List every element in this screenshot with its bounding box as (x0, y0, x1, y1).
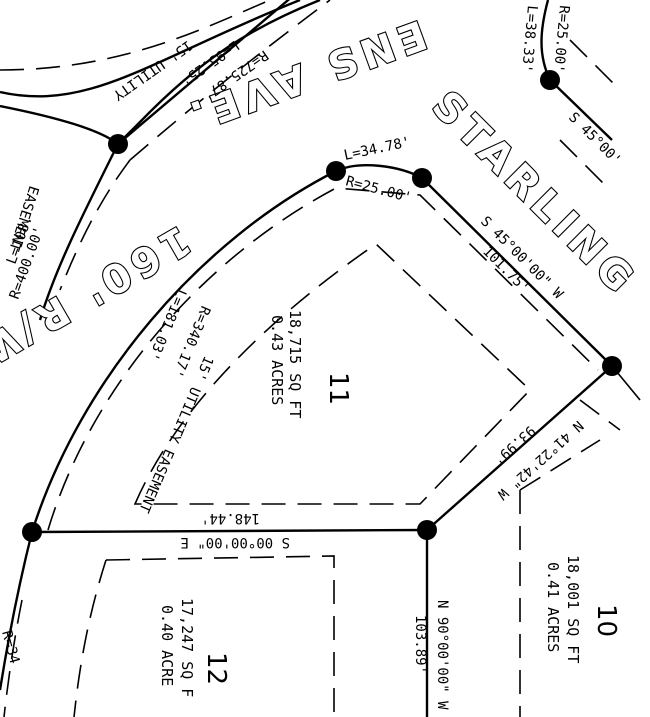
monument-top-right (540, 70, 560, 90)
curve-top-right-radius: R=25.00' (550, 5, 572, 74)
easement-left (59, 159, 131, 291)
monument-east (602, 356, 622, 376)
easement-top-inner (129, 0, 331, 161)
lot-12-number: 12 (201, 652, 231, 685)
lot-11-area-sqft: 18,715 SQ FT (286, 310, 304, 418)
lot-11-north-arc (30, 169, 337, 533)
south-line-distance: 148.44' (201, 510, 260, 526)
starling-frontage (421, 177, 613, 367)
lot-10-area-sqft: 18,001 SQ FT (564, 555, 582, 663)
lot-11-south-line (31, 528, 428, 534)
monument-corner-l (326, 161, 346, 181)
easement-top (0, 0, 271, 71)
setback-lot-11 (133, 242, 532, 505)
monument-top-left (108, 134, 128, 154)
street-name-fragment: ENS AVE. (179, 11, 433, 141)
tr-dash (569, 39, 621, 91)
curve-top-right-length: L=38.33' (518, 5, 540, 74)
right-of-way-top (117, 0, 291, 145)
monument-corner-r (412, 168, 432, 188)
curve-corner-length: L=34.78' (343, 134, 412, 164)
lot-11-number: 11 (323, 372, 353, 405)
setback-lot-10-ne (519, 439, 601, 491)
right-dash (579, 399, 621, 431)
west-row-line (0, 531, 34, 691)
east-line-bearing: N 90°00'00" W (434, 600, 450, 710)
setback-lot-12-west (73, 559, 107, 717)
bottom-left-radius: R=34 (0, 629, 22, 666)
curve-corner-radius: R=25.00' (344, 173, 413, 206)
tr-curve (540, 0, 552, 81)
lot-11-east-line (426, 365, 613, 531)
lot-10-area-acres: 0.41 ACRES (544, 562, 562, 652)
easement-label-side: 15' UTILITY EASEMENT (135, 353, 216, 515)
tr-row-line (549, 79, 613, 141)
top-right-bearing: S 45°00' (565, 110, 624, 169)
monument-south-east (417, 520, 437, 540)
lot-11-area-acres: 0.43 ACRES (268, 315, 286, 405)
south-line-bearing: S 00°00'00" E (180, 534, 290, 550)
setback-lot-12 (105, 555, 335, 717)
row-line-left-top (38, 143, 120, 321)
row-line-top-outer (0, 0, 301, 98)
easement-west-outer (3, 599, 23, 717)
lot-12-area-sqft: 17,247 SQ F (178, 598, 196, 697)
east-line-distance: 103.89' (412, 615, 428, 674)
tr-dash-2 (559, 139, 611, 191)
monument-south-west (22, 522, 42, 542)
row-line-top-inner (0, 0, 321, 146)
lot-10-number: 10 (591, 604, 621, 637)
lot-12-area-acres: 0.40 ACRE (158, 605, 176, 686)
